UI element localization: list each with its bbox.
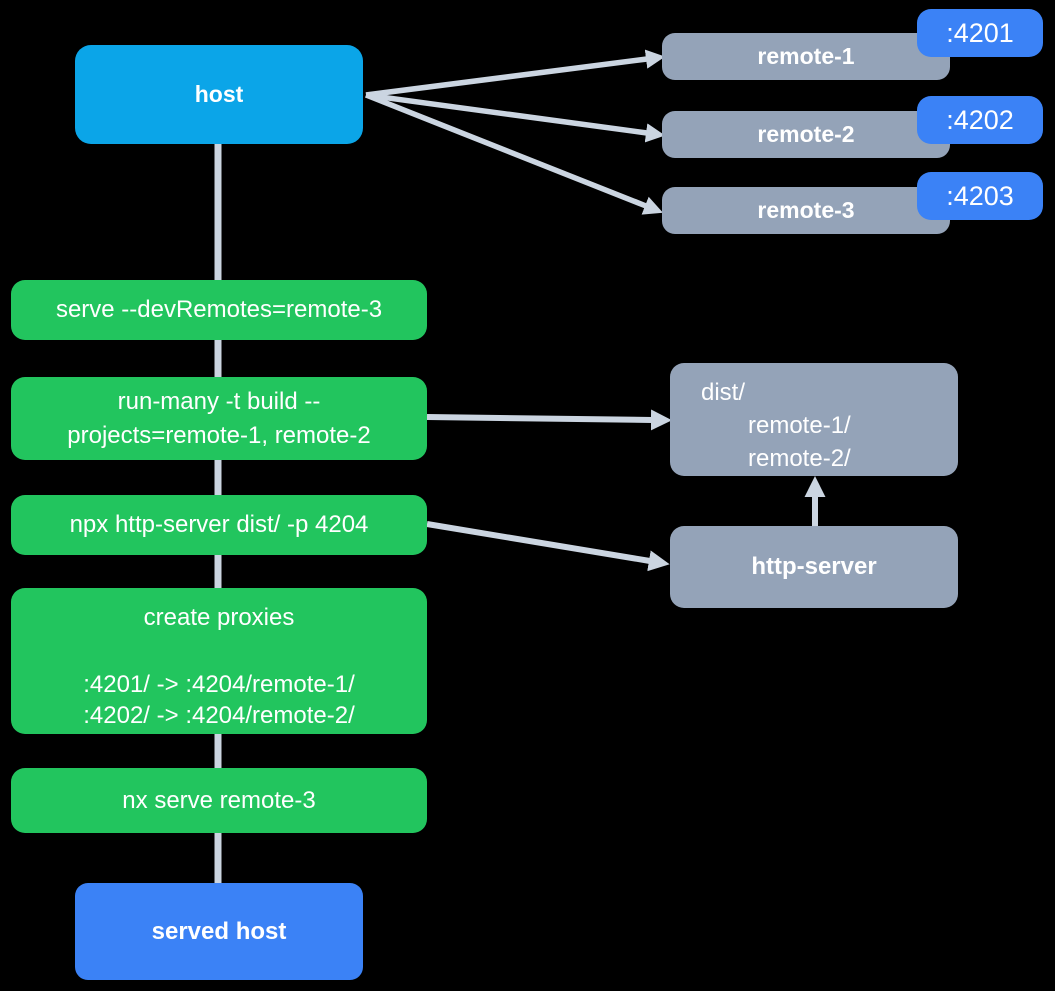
http-server-label: http-server xyxy=(751,553,877,580)
step-serve-dev-remotes: serve --devRemotes=remote-3 xyxy=(11,280,427,340)
step-run-many-line-2: projects=remote-1, remote-2 xyxy=(67,421,371,449)
dist-root-label: dist/ xyxy=(701,379,746,406)
remote-3-label: remote-3 xyxy=(757,197,855,223)
node-remote-3: remote-3 xyxy=(662,187,950,234)
step-serve-dev-remotes-label: serve --devRemotes=remote-3 xyxy=(55,296,383,323)
proxy-mapping-4201: :4201/ -> :4204/remote-1/ xyxy=(83,671,355,698)
step-create-proxies-title: create proxies xyxy=(143,604,295,631)
port-4202-label: :4202 xyxy=(946,104,1014,135)
node-host: host xyxy=(75,45,363,144)
node-http-server: http-server xyxy=(670,526,958,608)
dist-remote-1-label: remote-1/ xyxy=(748,412,851,439)
step-nx-serve-remote-3-label: nx serve remote-3 xyxy=(122,786,316,814)
port-4203-label: :4203 xyxy=(946,180,1014,211)
host-label: host xyxy=(194,81,244,107)
node-remote-1: remote-1 xyxy=(662,33,950,80)
port-badge-4202: :4202 xyxy=(917,96,1043,144)
node-dist-folder: dist/ remote-1/ remote-2/ xyxy=(670,363,958,476)
arrow-host-to-remote-1 xyxy=(365,49,666,98)
node-served-host: served host xyxy=(75,883,363,980)
step-npx-http-server-label: npx http-server dist/ -p 4204 xyxy=(69,511,369,538)
node-remote-2: remote-2 xyxy=(662,111,950,158)
proxy-mapping-4202: :4202/ -> :4204/remote-2/ xyxy=(83,702,355,729)
arrow-host-to-remote-3 xyxy=(364,92,664,215)
step-run-many-build: run-many -t build -- projects=remote-1, … xyxy=(11,377,427,460)
step-npx-http-server: npx http-server dist/ -p 4204 xyxy=(11,495,427,555)
port-4201-label: :4201 xyxy=(946,17,1014,48)
port-badge-4201: :4201 xyxy=(917,9,1043,57)
port-badge-4203: :4203 xyxy=(917,172,1043,220)
dist-remote-2-label: remote-2/ xyxy=(748,445,851,472)
step-run-many-line-1: run-many -t build -- xyxy=(117,387,321,415)
remote-1-label: remote-1 xyxy=(757,43,855,69)
remote-2-label: remote-2 xyxy=(757,121,855,147)
arrow-run-many-to-dist xyxy=(426,409,672,431)
arrow-npx-to-http-server xyxy=(426,521,670,572)
arrow-host-to-remote-2 xyxy=(365,92,666,143)
step-nx-serve-remote-3: nx serve remote-3 xyxy=(11,768,427,833)
step-create-proxies: create proxies :4201/ -> :4204/remote-1/… xyxy=(11,588,427,734)
served-host-label: served host xyxy=(151,917,287,945)
